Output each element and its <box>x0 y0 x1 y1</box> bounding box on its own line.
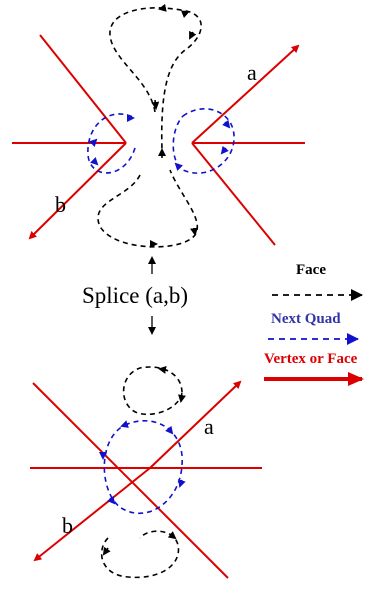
face-arrow-bottom-4 <box>167 531 177 540</box>
face-path-top-upper <box>109 7 202 151</box>
face-arrow-top-4 <box>151 99 160 110</box>
face-arrow-top-3 <box>189 30 197 40</box>
edge-b-top <box>28 142 127 240</box>
face-arrow-bottom-3 <box>102 546 111 556</box>
face-arrow-top-7 <box>190 227 198 236</box>
label-a-top: a <box>247 60 257 85</box>
face-path-top-lower <box>97 169 198 248</box>
edge-a-top <box>191 44 300 144</box>
bottom-vertex <box>30 380 262 579</box>
quad-arrow-bottom-2 <box>165 425 174 435</box>
edge-a-bottom <box>149 380 242 469</box>
label-a-bottom: a <box>204 414 214 439</box>
quad-arrow-top-2 <box>89 156 99 166</box>
quad-path-bottom <box>103 420 183 515</box>
face-path-bottom-lower <box>100 530 180 579</box>
quad-arrow-top-4 <box>222 119 231 129</box>
quad-arrow-bottom-5 <box>107 495 116 505</box>
legend-face-label: Face <box>296 262 326 278</box>
top-left-edge-upper <box>39 34 127 144</box>
bottom-edge-diag-down <box>32 382 229 579</box>
face-arrow-top-2 <box>158 3 167 12</box>
quad-path-top-right <box>172 108 235 174</box>
face-path-bottom-upper <box>122 366 183 416</box>
edge-b-bottom <box>33 467 151 562</box>
top-right-edge-lower <box>191 142 276 246</box>
label-b-top: b <box>55 192 66 217</box>
quad-arrow-bottom-1 <box>120 420 129 428</box>
top-vertex-left <box>12 34 127 240</box>
label-b-bottom: b <box>62 513 73 538</box>
legend-vertex-or-face-label: Vertex or Face <box>264 351 358 367</box>
quad-arrow-top-5 <box>220 145 229 155</box>
quad-arrow-top-1 <box>88 138 98 148</box>
face-arrow-top-1 <box>180 10 190 18</box>
quad-arrow-top-6 <box>174 162 184 172</box>
label-splice: Splice (a,b) <box>82 283 189 308</box>
quad-path-top-left <box>87 113 136 174</box>
face-arrow-bottom-1 <box>158 366 167 374</box>
legend-next-quad-label: Next Quad <box>271 311 341 327</box>
top-vertex-right <box>191 44 305 246</box>
face-arrow-bottom-2 <box>178 394 186 403</box>
quad-arrow-bottom-3 <box>178 479 186 488</box>
